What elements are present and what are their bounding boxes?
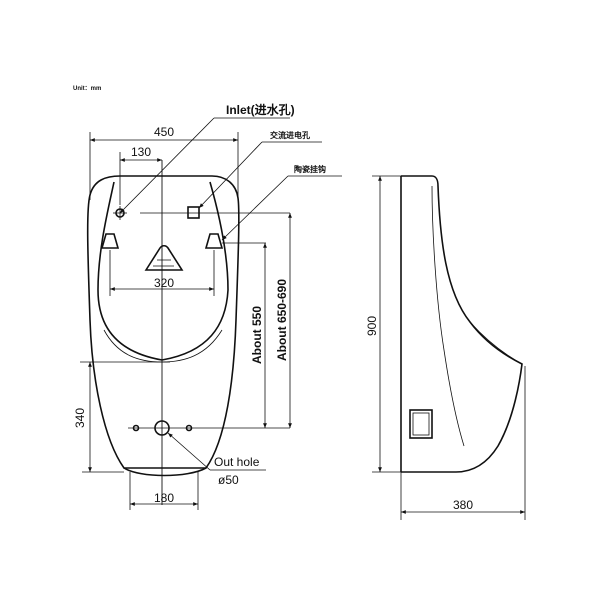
ceramic-hook-left [100,233,120,249]
power-hole-leader [198,141,263,209]
out-hole-label: Out hole [214,455,260,469]
drain-grille-icon [144,244,184,271]
side-top [401,175,439,187]
drain-grille-slots [153,259,174,267]
side-port [409,409,433,439]
dim-label-340: 340 [73,408,87,428]
callouts: Inlet(进水孔) 交流进电孔 陶瓷挂钩 Out hole ø50 [119,102,342,487]
power-hole [187,206,200,219]
unit-label: Unit：mm [73,85,101,92]
inlet-leader [119,117,215,214]
front-bowl-lip [103,329,223,363]
dim-label-130: 130 [131,145,151,159]
ceramic-hook-label: 陶瓷挂钩 [294,164,326,174]
dim-label-320: 320 [154,276,174,290]
dim-label-900: 900 [365,316,379,336]
power-hole-label: 交流进电孔 [270,130,310,140]
side-lip-detail [469,321,523,365]
dim-label-450: 450 [154,125,174,139]
side-view: 900 380 [365,175,526,520]
inlet-label: Inlet(进水孔) [226,102,295,117]
dim-label-about-650-690: About 650-690 [275,279,289,361]
front-view: 450 130 320 340 180 About 550 About 650-… [73,125,292,510]
out-hole-leader [167,432,211,471]
front-outer-outline [86,175,240,469]
front-inner-bowl [97,181,229,361]
side-front-profile [401,185,523,473]
side-inner-profile [431,185,465,447]
ceramic-hook-leader [221,175,289,241]
dim-label-about-550: About 550 [250,306,264,364]
dim-label-180: 180 [154,491,174,505]
out-hole-diameter-label: ø50 [218,473,239,487]
ceramic-hook-right [204,233,224,249]
dim-label-380: 380 [453,498,473,512]
front-bottom-curve [123,467,207,477]
